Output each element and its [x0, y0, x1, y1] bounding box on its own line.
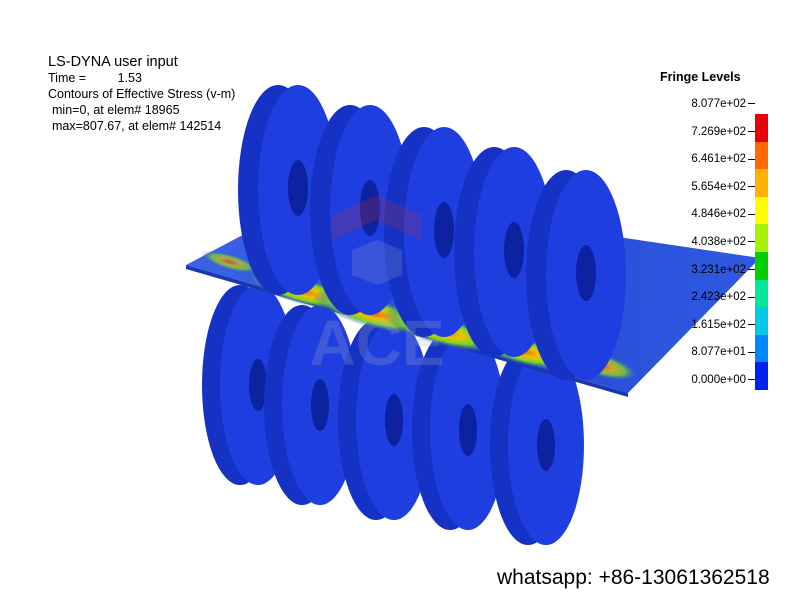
- legend-color-segment: [755, 169, 768, 197]
- fringe-level: 7.269e+02: [691, 126, 755, 138]
- legend-color-segment: [755, 251, 768, 280]
- legend-color-segment: [755, 196, 768, 225]
- contour-label: Contours of Effective Stress (v-m): [48, 87, 236, 101]
- upper-roller: [526, 170, 626, 380]
- time-label: Time =: [48, 71, 87, 85]
- fringe-level: 8.077e+02: [691, 98, 755, 110]
- lower-rollers: [202, 285, 584, 545]
- model-info: LS-DYNA user input Time = 1.53 Contours …: [48, 54, 235, 134]
- time-value: 1.53: [117, 71, 142, 85]
- fringe-level: 4.846e+02: [691, 208, 755, 220]
- fringe-level: 3.231e+02: [691, 264, 755, 276]
- legend-color-segment: [755, 362, 768, 390]
- fringe-legend: Fringe Levels 8.077e+02 7.269e+02 6.461e…: [655, 68, 775, 398]
- ace-watermark: ACE: [309, 195, 445, 379]
- fringe-level: 6.461e+02: [691, 153, 755, 165]
- lower-roller: [412, 330, 506, 530]
- fringe-level: 4.038e+02: [691, 236, 755, 248]
- fringe-level: 8.077e+01: [691, 346, 755, 358]
- legend-labels: 8.077e+02 7.269e+02 6.461e+02 5.654e+02 …: [655, 68, 755, 398]
- lower-roller: [338, 320, 432, 520]
- legend-color-segment: [755, 307, 768, 335]
- legend-color-segment: [755, 114, 768, 142]
- time-readout: Time = 1.53: [48, 70, 235, 86]
- watermark-text: ACE: [309, 307, 444, 379]
- max-readout: max=807.67, at elem# 142514: [52, 119, 222, 133]
- model-title: LS-DYNA user input: [48, 54, 178, 70]
- legend-color-segment: [755, 224, 768, 252]
- upper-rollers: [238, 85, 626, 380]
- lower-roller: [264, 305, 358, 505]
- fringe-level: 5.654e+02: [691, 181, 755, 193]
- contact-text: whatsapp: +86-13061362518: [497, 566, 770, 589]
- fringe-level: 0.000e+00: [691, 374, 755, 386]
- legend-color-segment: [755, 334, 768, 363]
- legend-color-segment: [755, 279, 768, 308]
- legend-color-bar: [755, 114, 768, 390]
- fringe-level: 1.615e+02: [691, 319, 755, 331]
- legend-color-segment: [755, 141, 768, 170]
- lower-roller: [490, 345, 584, 545]
- fringe-level: 2.423e+02: [691, 291, 755, 303]
- upper-roller: [310, 105, 410, 315]
- min-readout: min=0, at elem# 18965: [52, 103, 180, 117]
- legend-title: Fringe Levels: [660, 70, 741, 84]
